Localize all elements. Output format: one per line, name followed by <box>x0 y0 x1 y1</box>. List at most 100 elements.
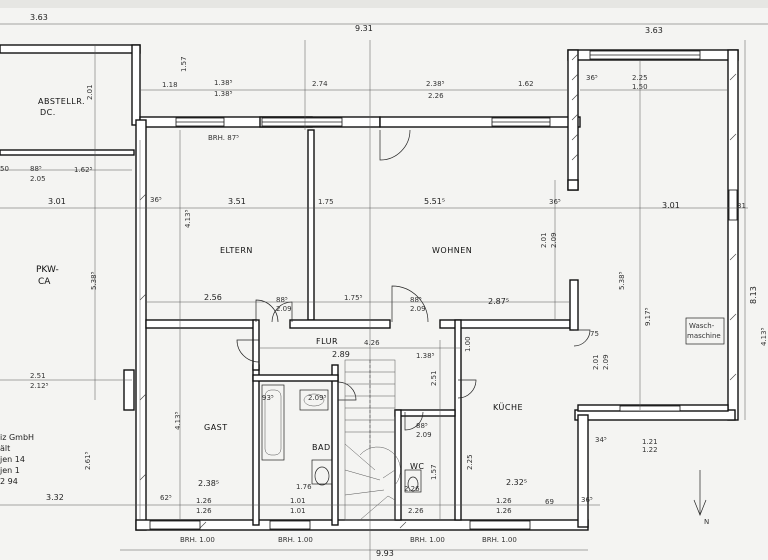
dim-625: 62⁵ <box>160 494 172 502</box>
room-label-kueche: KÜCHE <box>493 402 523 412</box>
svg-text:N: N <box>704 518 709 526</box>
dim-1385c: 1.38⁵ <box>416 352 435 360</box>
dim-top-right: 3.63 <box>645 26 663 35</box>
north-arrow-icon: N <box>693 470 709 526</box>
dim-251: 2.51 <box>430 370 438 386</box>
dim-50: 50 <box>0 165 9 173</box>
dim-4135: 4.13⁵ <box>184 209 192 228</box>
dim-885d: 88⁵ <box>416 422 428 430</box>
stamp-line-4: jen 1 <box>0 466 20 475</box>
room-label-gast: GAST <box>204 423 228 432</box>
dim-175: 1.75 <box>318 198 334 206</box>
dim-201c: 2.01 <box>592 354 600 370</box>
room-label-wc: WC <box>410 462 425 471</box>
interior-walls <box>0 129 729 526</box>
dim-5385b: 5.38⁵ <box>618 271 626 290</box>
company-stamp: iz GmbH ält jen 14 jen 1 2 94 <box>0 433 34 486</box>
dim-2385: 2.38⁵ <box>426 80 445 88</box>
dim-225b: 2.25 <box>466 454 474 470</box>
room-label-bad: BAD <box>312 443 331 452</box>
dim-31: 31 <box>737 202 746 210</box>
dim-157: 1.57 <box>180 56 188 72</box>
dim-256: 2.56 <box>204 293 222 302</box>
dim-122: 1.22 <box>642 446 658 454</box>
dim-205: 2.05 <box>30 175 46 183</box>
dim-121: 1.21 <box>642 438 658 446</box>
dim-2615: 2.61⁵ <box>84 451 92 470</box>
dim-2325: 2.32⁵ <box>506 478 527 487</box>
doors <box>236 129 591 431</box>
dim-226b: 2.26 <box>404 485 420 493</box>
dim-brh100d: BRH. 1.00 <box>482 536 517 544</box>
dim-126a: 1.26 <box>196 497 212 505</box>
dim-209: 2.09 <box>550 232 558 248</box>
dim-274: 2.74 <box>312 80 328 88</box>
dim-209d: 2.09 <box>602 354 610 370</box>
dimension-lines <box>0 23 768 560</box>
dim-brh100b: BRH. 1.00 <box>278 536 313 544</box>
dim-1755: 1.75⁵ <box>344 294 363 302</box>
dim-301b: 3.01 <box>662 201 680 210</box>
dim-5515: 5.51⁵ <box>424 197 445 206</box>
dim-150: 1.50 <box>632 83 648 91</box>
dim-brh100a: BRH. 1.00 <box>180 536 215 544</box>
dim-top-left: 3.63 <box>30 13 48 22</box>
dim-226c: 2.26 <box>408 507 424 515</box>
dimension-labels: 3.63 9.31 3.63 1.18 1.57 1.38⁵ 1.38⁵ 2.7… <box>0 13 768 558</box>
stamp-line-5: 2 94 <box>0 477 18 486</box>
dim-176: 1.76 <box>296 483 312 491</box>
dim-209c: 2.09 <box>410 305 426 313</box>
stamp-line-2: ält <box>0 444 10 453</box>
dim-75: 75 <box>590 330 599 338</box>
bathroom-fixtures <box>261 384 422 493</box>
dim-100: 1.00 <box>464 336 472 352</box>
dim-426: 4.26 <box>364 339 380 347</box>
dim-365: 36⁵ <box>586 74 598 82</box>
dim-126c: 1.26 <box>496 497 512 505</box>
dim-885: 88⁵ <box>30 165 42 173</box>
washing-machine-box <box>685 317 725 345</box>
room-label-pkw: PKW- <box>36 265 59 275</box>
dim-226: 2.26 <box>428 92 444 100</box>
dim-935: 93⁵ <box>262 394 274 402</box>
dim-351: 3.51 <box>228 197 246 206</box>
dim-225: 2.25 <box>632 74 648 82</box>
dim-126b: 1.26 <box>196 507 212 515</box>
dim-2875: 2.87⁵ <box>488 297 509 306</box>
stamp-line-3: jen 14 <box>0 455 25 464</box>
dim-118: 1.18 <box>162 81 178 89</box>
dim-69: 69 <box>545 498 554 506</box>
dim-brh875: BRH. 87⁵ <box>208 134 239 142</box>
room-label-flur: FLUR <box>316 337 338 346</box>
dim-289: 2.89 <box>332 350 350 359</box>
dim-2385b: 2.38⁵ <box>198 479 219 488</box>
room-label-wohnen: WOHNEN <box>432 246 472 255</box>
dim-209b: 2.09 <box>276 305 292 313</box>
dim-813: 8.13 <box>749 286 758 304</box>
room-label-wasch: Wasch- <box>689 322 715 330</box>
dim-1385b: 1.38⁵ <box>214 90 233 98</box>
dim-5385: 5.38⁵ <box>90 271 98 290</box>
dim-162: 1.62 <box>518 80 534 88</box>
room-label-eltern: ELTERN <box>220 246 253 255</box>
dim-251b: 2.51 <box>30 372 46 380</box>
dim-101b: 1.01 <box>290 507 306 515</box>
dim-1625: 1.62⁵ <box>74 166 93 174</box>
dim-4135c: 4.13⁵ <box>174 411 182 430</box>
dim-301: 3.01 <box>48 197 66 206</box>
dim-201b: 2.01 <box>540 232 548 248</box>
dim-365d: 36⁵ <box>581 496 593 504</box>
dim-101a: 1.01 <box>290 497 306 505</box>
room-label-dc: DC. <box>40 108 56 117</box>
dim-9175: 9.17⁵ <box>644 307 652 326</box>
room-label-abstellraum: ABSTELLR. <box>38 97 85 106</box>
dim-885b: 88⁵ <box>276 296 288 304</box>
dim-993: 9.93 <box>376 549 394 558</box>
dim-345: 34⁵ <box>595 436 607 444</box>
dim-1385a: 1.38⁵ <box>214 79 233 87</box>
stamp-line-1: iz GmbH <box>0 433 34 442</box>
dim-126d: 1.26 <box>496 507 512 515</box>
room-label-waschmaschine: maschine <box>687 332 721 340</box>
